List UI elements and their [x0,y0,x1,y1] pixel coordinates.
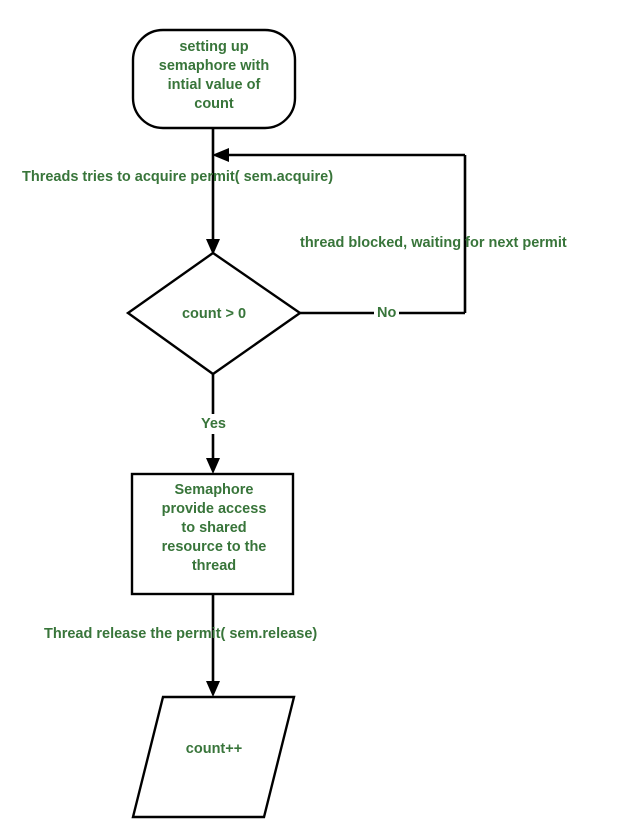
arrowhead-into-process [206,458,220,474]
edge-label-acquire-permit: Threads tries to acquire permit( sem.acq… [22,169,334,185]
process-shape-semaphore [130,472,295,596]
edge-label-no: No [374,304,400,322]
edge-label-release-permit: Thread release the permit( sem.release) [44,626,318,642]
arrowhead-into-decision [206,239,220,255]
io-shape-count-increment [131,695,296,819]
decision-shape-count [125,251,303,376]
edge-label-yes: Yes [198,414,229,434]
arrowhead-loop-return [212,148,229,162]
edge-label-thread-blocked: thread blocked, waiting for next permit [300,235,567,251]
terminator-shape-start [131,28,297,130]
arrowhead-into-io [206,681,220,697]
